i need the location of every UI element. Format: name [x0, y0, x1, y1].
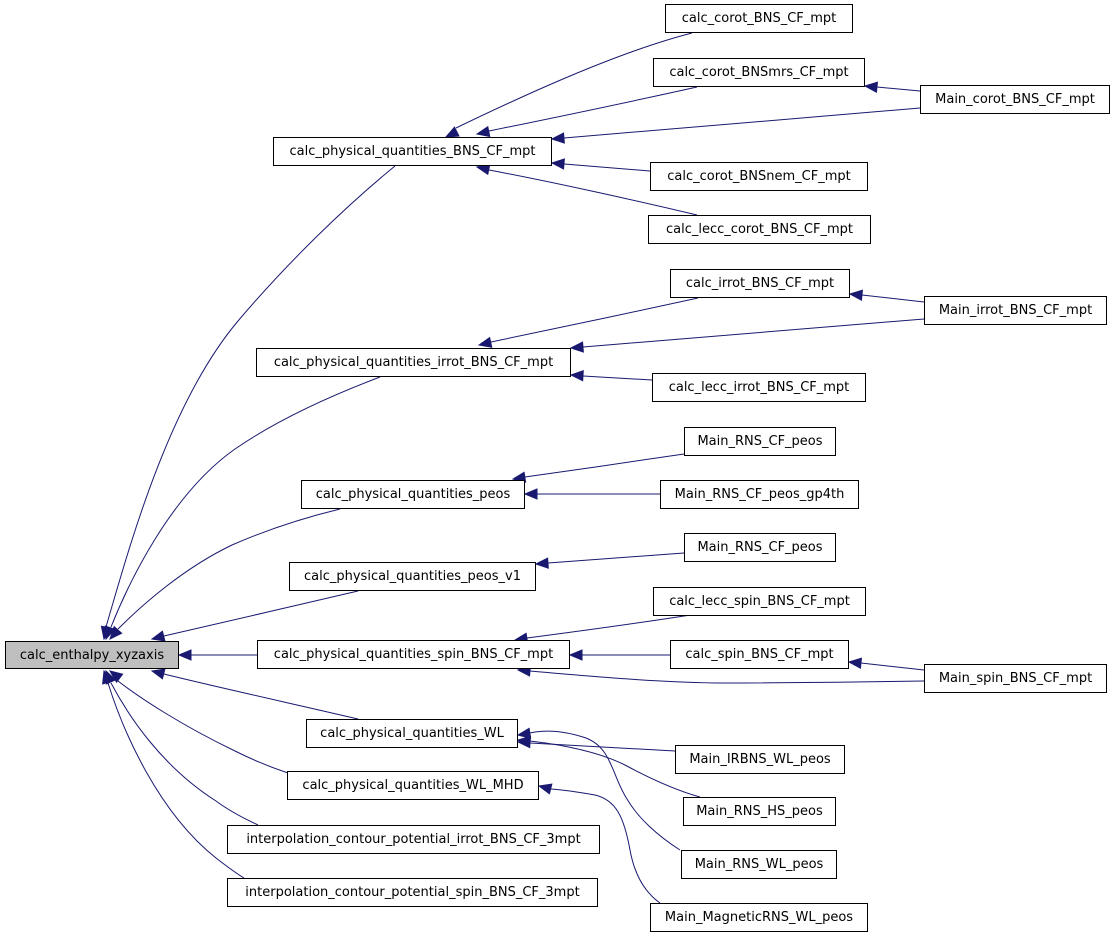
node-calc-corot-bns-cf-mpt[interactable]: calc_corot_BNS_CF_mpt [665, 4, 853, 33]
node-calc-lecc-irrot-bns-cf-mpt[interactable]: calc_lecc_irrot_BNS_CF_mpt [652, 373, 866, 402]
arrowhead-c11-to-n5 [568, 649, 583, 661]
node-main-irrot-bns-cf-mpt[interactable]: Main_irrot_BNS_CF_mpt [924, 296, 1107, 325]
arrowhead-c1-to-n1 [444, 126, 460, 138]
call-edge-n6-to-n0 [163, 673, 359, 720]
arrowhead-n9-to-n0 [102, 669, 114, 685]
arrowhead-m1-to-c2 [863, 81, 879, 93]
node-calc-irrot-bns-cf-mpt[interactable]: calc_irrot_BNS_CF_mpt [670, 269, 850, 298]
arrowhead-n5-to-n0 [177, 649, 192, 661]
arrowhead-m3-to-c11 [847, 657, 863, 669]
call-edge-m3-to-n5 [529, 670, 925, 684]
call-edge-m1-to-n1 [563, 107, 921, 139]
node-main-rns-hs-peos[interactable]: Main_RNS_HS_peos [683, 797, 836, 826]
arrowhead-c8-to-n3 [523, 488, 538, 500]
node-calc-physical-quantities-wl-mhd[interactable]: calc_physical_quantities_WL_MHD [287, 771, 539, 800]
node-calc-physical-quantities-peos-v1[interactable]: calc_physical_quantities_peos_v1 [289, 562, 536, 591]
node-main-spin-bns-cf-mpt[interactable]: Main_spin_BNS_CF_mpt [924, 664, 1107, 693]
call-edge-c10-to-n5 [526, 613, 698, 639]
call-edge-c2-to-n1 [488, 86, 698, 132]
node-main-corot-bns-cf-mpt[interactable]: Main_corot_BNS_CF_mpt [920, 85, 1110, 114]
call-edge-m2-to-n2 [582, 318, 925, 348]
node-calc-physical-quantities-peos[interactable]: calc_physical_quantities_peos [301, 480, 525, 509]
arrowhead-n6-to-n0 [150, 668, 166, 680]
arrowhead-c14-to-n6 [516, 727, 532, 739]
node-main-irbns-wl-peos[interactable]: Main_IRBNS_WL_peos [675, 745, 845, 774]
arrowhead-c2-to-n1 [475, 125, 491, 138]
arrowhead-m2-to-n2 [569, 341, 584, 353]
node-calc-corot-bnsnem-cf-mpt[interactable]: calc_corot_BNSnem_CF_mpt [650, 162, 868, 191]
call-edge-c6-to-n2 [582, 375, 653, 381]
call-edge-c14-to-n6 [529, 730, 681, 851]
node-calc-physical-quantities-irrot-bns-cf-mpt[interactable]: calc_physical_quantities_irrot_BNS_CF_mp… [256, 348, 571, 377]
arrowhead-n2-to-n0 [104, 625, 116, 641]
node-calc-lecc-spin-bns-cf-mpt[interactable]: calc_lecc_spin_BNS_CF_mpt [653, 587, 866, 616]
call-edge-c13-to-n6 [529, 740, 701, 798]
call-edge-n4-to-n0 [163, 590, 359, 637]
call-edge-m1-to-c2 [876, 86, 921, 92]
call-edge-n1-to-n0 [105, 165, 396, 628]
node-interpolation-contour-potential-irrot[interactable]: interpolation_contour_potential_irrot_BN… [227, 825, 600, 854]
call-edge-n3-to-n0 [117, 508, 341, 630]
call-edge-c1-to-n1 [455, 32, 693, 129]
arrowhead-m1-to-n1 [550, 132, 565, 144]
call-edge-n9-to-n0 [107, 682, 245, 879]
node-calc-lecc-corot-bns-cf-mpt[interactable]: calc_lecc_corot_BNS_CF_mpt [648, 215, 871, 244]
arrowhead-n4-to-n0 [150, 630, 166, 642]
node-calc-physical-quantities-spin-bns-cf-mpt[interactable]: calc_physical_quantities_spin_BNS_CF_mpt [257, 640, 570, 669]
arrowhead-c6-to-n2 [569, 370, 584, 382]
call-edge-c5-to-n2 [490, 297, 699, 343]
node-main-rns-wl-peos[interactable]: Main_RNS_WL_peos [681, 850, 837, 879]
call-edge-c7-to-n3 [524, 453, 685, 478]
call-edge-n8-to-n0 [110, 682, 259, 826]
node-calc-physical-quantities-bns-cf-mpt[interactable]: calc_physical_quantities_BNS_CF_mpt [273, 137, 552, 166]
call-edge-c9-to-n4 [547, 552, 685, 564]
arrowhead-n3-to-n0 [109, 625, 123, 640]
node-calc-physical-quantities-wl[interactable]: calc_physical_quantities_WL [306, 719, 518, 748]
node-main-rns-cf-peos-gp4th[interactable]: Main_RNS_CF_peos_gp4th [660, 480, 859, 509]
arrowhead-c9-to-n4 [534, 557, 549, 569]
node-interpolation-contour-potential-spin[interactable]: interpolation_contour_potential_spin_BNS… [227, 878, 598, 907]
call-edge-n7-to-n0 [117, 680, 289, 774]
arrowhead-m2-to-c5 [848, 289, 864, 301]
call-edge-n2-to-n0 [110, 376, 381, 628]
call-edge-c4-to-n1 [488, 169, 698, 216]
node-calc-corot-bnsmrs-cf-mpt[interactable]: calc_corot_BNSmrs_CF_mpt [653, 58, 865, 87]
node-main-rns-cf-peos-v1-caller[interactable]: Main_RNS_CF_peos [684, 533, 836, 562]
arrowhead-c3-to-n1 [550, 158, 565, 170]
arrowhead-n7-to-n0 [108, 670, 124, 684]
arrowhead-c13-to-n6 [516, 735, 532, 748]
node-calc-spin-bns-cf-mpt[interactable]: calc_spin_BNS_CF_mpt [670, 640, 849, 669]
call-edge-c15-to-n7 [550, 788, 661, 904]
call-edge-c3-to-n1 [563, 163, 651, 172]
node-calc-enthalpy-xyzaxis[interactable]: calc_enthalpy_xyzaxis [5, 641, 179, 669]
node-main-magneticrns-wl-peos[interactable]: Main_MagneticRNS_WL_peos [650, 903, 868, 932]
call-edge-m3-to-c11 [860, 662, 925, 671]
arrowhead-c15-to-n7 [537, 783, 553, 795]
arrowhead-c5-to-n2 [477, 336, 493, 348]
node-main-rns-cf-peos[interactable]: Main_RNS_CF_peos [684, 427, 836, 456]
call-edge-m2-to-c5 [861, 294, 925, 303]
